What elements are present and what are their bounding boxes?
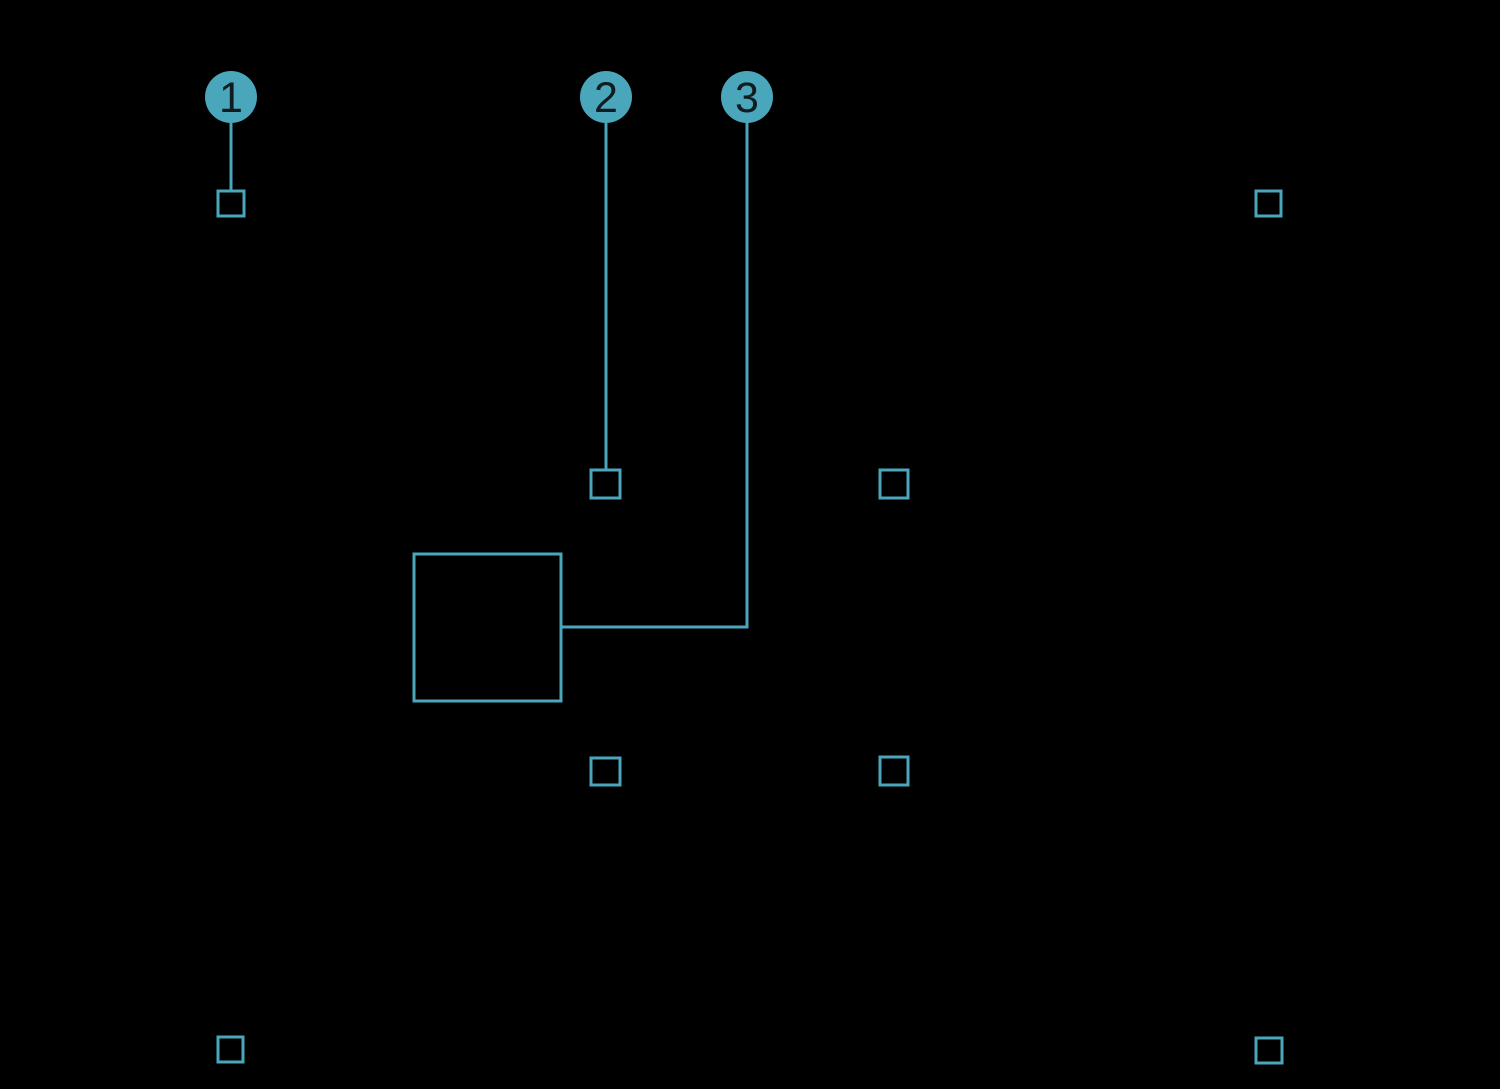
annotation-target-box[interactable] bbox=[216, 189, 246, 218]
annotation-group: 3 bbox=[412, 71, 773, 703]
element-bounding-box[interactable] bbox=[589, 756, 622, 787]
annotation-group: 2 bbox=[580, 71, 632, 500]
annotation-badge-circle bbox=[205, 71, 257, 123]
annotation-group: 1 bbox=[205, 71, 257, 218]
annotation-target-box[interactable] bbox=[412, 552, 563, 703]
element-bounding-box[interactable] bbox=[878, 755, 910, 787]
annotation-badge-circle bbox=[580, 71, 632, 123]
annotation-badge-circle bbox=[721, 71, 773, 123]
annotation-target-box[interactable] bbox=[589, 468, 622, 500]
element-bounding-box[interactable] bbox=[1254, 1036, 1284, 1065]
element-bounding-box[interactable] bbox=[1254, 189, 1283, 218]
annotation-badge-number: 1 bbox=[219, 74, 243, 122]
element-bounding-box[interactable] bbox=[878, 468, 910, 500]
annotation-connector-line bbox=[561, 122, 749, 629]
annotation-badge-number: 2 bbox=[594, 74, 618, 122]
element-bounding-box[interactable] bbox=[216, 1035, 245, 1064]
annotation-badge-number: 3 bbox=[735, 74, 759, 122]
